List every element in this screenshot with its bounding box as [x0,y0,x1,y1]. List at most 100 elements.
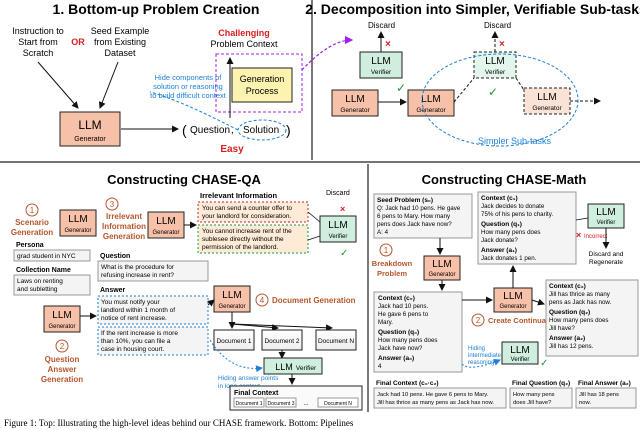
math-q2-l1: How many pens does [549,317,609,324]
qa-title: Constructing CHASE-QA [107,172,261,187]
qa-irrelevant-info-label: Irrelevant Information [200,191,278,200]
math-ctx1-l2: 75% of his pens to charity. [481,211,553,218]
generation-process-box [231,67,293,103]
math-cont1-box [477,191,577,265]
p2-gen2-generator: Generator [416,107,446,114]
seed-line2: from Existing [94,37,146,47]
qa-step2-circle [55,339,69,353]
p2-dashed-1 [453,77,475,103]
math-ver-bot-verifier: Verifier [511,357,530,363]
math-discard-1: Discard and [589,251,624,258]
math-fa-l1: Jill has 18 pens [579,392,619,398]
panel2-title: 2. Decomposition into Simpler, Verifiabl… [305,1,640,17]
qa-irr-label-2: Information [102,222,146,231]
question-token: Question [190,125,230,136]
p2-generator-1 [331,89,379,117]
p2-discard-2: Discard [484,21,511,30]
hide-note-1: Hide components of [155,73,223,82]
math-fq-l1: How many pens [513,392,555,398]
math-verifier-top [587,203,625,229]
qa-irr2-l2: sublesee directly without the [202,236,284,243]
qa-arrow-docgen [207,299,215,307]
instruction-line2: Start from [18,37,58,47]
solution-token: Solution [243,125,279,136]
math-gen2-llm: LLM [503,291,522,302]
math-step2-num: 2 [476,316,481,325]
comma: , [231,125,234,136]
p2-verifier-2 [473,51,517,79]
instruction-line3: Scratch [23,48,54,58]
qa-ans2-l3: case in housing court. [101,346,164,353]
math-ctx2-l1: Jill has thrice as many [549,291,611,298]
qa-question-l1: What is the procedure for [101,264,175,271]
math-step1-circle [379,243,393,257]
qa-gen4-generator: Generator [218,304,245,310]
qa-scenario-1: Scenario [15,218,49,227]
math-generator-2 [493,287,533,313]
qa-verifier-bottom [263,357,323,375]
qa-irr1-l2: your landlord for consideration. [202,213,291,220]
math-seed-l2: 6 pens to Mary. How many [377,213,451,220]
llm-label: LLM [78,118,101,132]
p2-ver1-llm: LLM [371,56,390,67]
math-cont2-box [545,279,639,357]
qa-qgen-3: Generation [41,375,83,384]
math-seed-box [373,193,473,239]
qa-verifier-top [319,215,357,243]
math-verifier-bottom [501,341,539,365]
qa-hiding-arrow [209,339,263,373]
math-generator-1 [423,255,461,281]
math-seed-l1: Q: Jack had 10 pens. He gave [377,205,461,212]
generation-line1: Generation [240,74,285,84]
p2-ver2-llm: LLM [485,56,504,67]
qa-ver-bot-llm: LLM [275,362,293,372]
math-a2-label: Answer (a₂) [549,335,585,342]
qa-irr2-l1: You cannot increase rent of the [202,228,292,235]
p2-subtask-ellipse [421,53,579,147]
qa-ver-top-llm: LLM [328,220,347,231]
math-hiding-2: intermediate [468,353,502,359]
qa-fc-doc1 [233,397,265,408]
qa-fc-dots: ... [303,401,308,407]
p2-generator-2 [407,89,455,117]
qa-collection-l2: and subletting [17,286,58,293]
qa-collection-l1: Laws on renting [17,278,63,285]
math-a0-label: Answer (a₀) [378,355,414,362]
math-final-question-box [509,387,573,409]
math-q2-l2: Jill have? [549,325,575,332]
math-seed-l3: pens does Jack have now? [377,221,452,228]
qa-scenario-2: Generation [11,228,53,237]
math-fq-l2: does Jill have? [513,400,552,406]
math-fa-l2: now. [579,400,591,406]
qa-ans1-l3: notice of rent increase. [101,315,167,322]
problem-context-label: Problem Context [210,39,278,49]
qa-step1-num: 1 [30,206,35,215]
qa-ans1-l2: landlord within 1 month of [101,307,175,314]
figure-caption: Figure 1: Top: Illustrating the high-lev… [4,418,354,428]
math-ctx0-label: Context (c₀) [378,295,415,302]
math-arrow-right [531,298,545,306]
math-a2-value: Jill has 12 pens. [549,343,594,350]
math-ctx2-label: Context (c₂) [549,283,586,290]
math-fc-l2: Jill has thrice as many pens as Jack has… [377,400,494,406]
qa-fc-doc3-label: Document 3 [268,401,295,407]
math-title: Constructing CHASE-Math [422,172,587,187]
qa-gen2-llm: LLM [52,310,71,321]
math-final-context-box [373,387,507,409]
math-ctx0-l2: He gave 6 pens to [378,311,429,318]
qa-answer-label: Answer [100,287,126,294]
qa-irr1-l1: You can send a counter offer to [202,205,292,212]
qa-fc-docN-label: Document N [324,401,352,407]
math-final-question-label: Final Question (q₂) [512,380,570,387]
math-breakdown-2: Problem [377,269,407,278]
qa-gen1-llm: LLM [68,214,87,225]
qa-x-mark: × [340,204,345,214]
math-q2-label: Question (q₂) [549,309,590,316]
qa-check-ver: ✓ [340,248,348,259]
math-hiding-3: reasoning [468,360,494,366]
p2-check-2: ✓ [488,85,498,99]
math-ver-top-verifier: Verifier [597,220,616,226]
qa-doc1-label: Document 1 [216,338,251,345]
math-a1-value: Jack donates 1 pen. [481,255,537,262]
